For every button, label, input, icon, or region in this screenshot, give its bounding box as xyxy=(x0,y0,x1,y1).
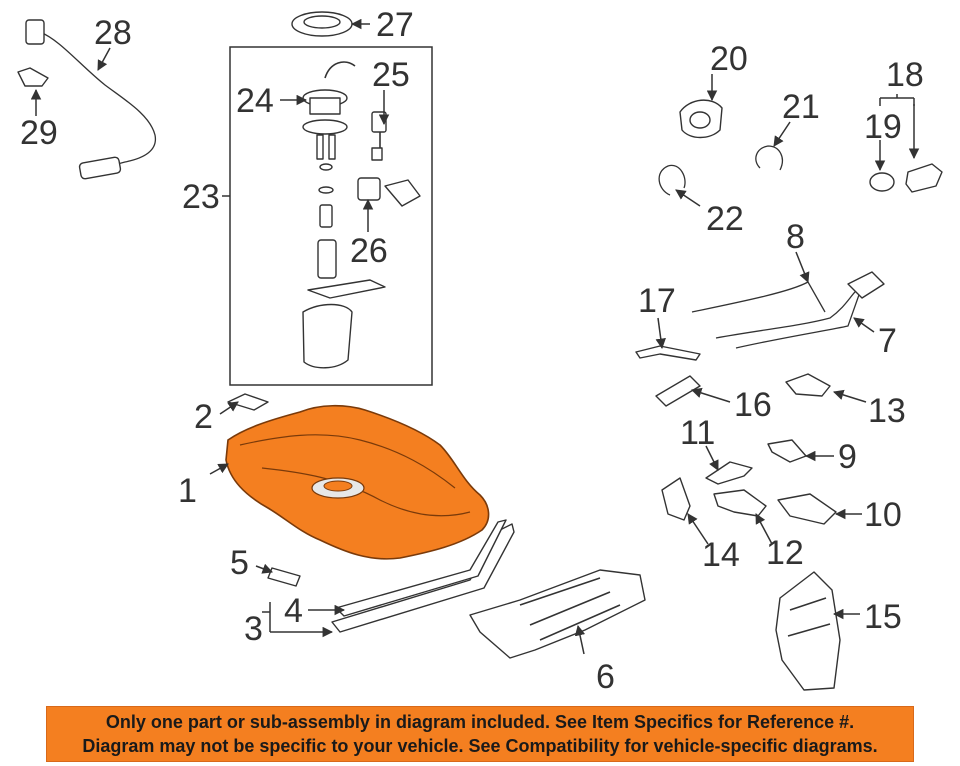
callout-15: 15 xyxy=(864,598,902,636)
part-24-pump-lid xyxy=(302,61,386,369)
part-2-pad xyxy=(227,393,269,411)
disclaimer-line-2: Diagram may not be specific to your vehi… xyxy=(82,736,878,756)
callout-numbers: 1 2 3 4 5 6 7 8 9 10 11 12 13 14 15 16 1… xyxy=(20,6,924,696)
callout-27: 27 xyxy=(376,6,414,44)
part-15-shield xyxy=(775,571,841,691)
part-22-clip xyxy=(658,164,686,196)
callout-18: 18 xyxy=(886,56,924,94)
callout-11: 11 xyxy=(680,414,715,452)
callout-13: 13 xyxy=(868,392,906,430)
part-7-8-filler-pipe xyxy=(691,271,885,349)
parts-diagram: 1 2 3 4 5 6 7 8 9 10 11 12 13 14 15 16 1… xyxy=(17,6,943,696)
part-13-bracket xyxy=(785,373,831,397)
callout-7: 7 xyxy=(878,322,897,360)
callout-8: 8 xyxy=(786,218,805,256)
callout-6: 6 xyxy=(596,658,615,696)
sub-assembly-23-box xyxy=(229,46,433,386)
callout-9: 9 xyxy=(838,438,857,476)
part-29-bracket xyxy=(17,67,49,87)
callout-25: 25 xyxy=(372,56,410,94)
part-10-bracket xyxy=(777,493,837,525)
callout-19: 19 xyxy=(864,108,902,146)
callout-14: 14 xyxy=(702,536,740,574)
part-17-hose xyxy=(635,345,701,361)
callout-3: 3 xyxy=(244,610,263,648)
callout-12: 12 xyxy=(766,534,804,572)
callout-10: 10 xyxy=(864,496,902,534)
disclaimer-banner: Only one part or sub-assembly in diagram… xyxy=(46,706,914,762)
part-5-insulator xyxy=(267,567,301,587)
callout-28: 28 xyxy=(94,14,132,52)
callout-24: 24 xyxy=(236,82,274,120)
part-20-filler-housing xyxy=(679,99,723,139)
part-21-ring xyxy=(755,145,783,171)
callout-17: 17 xyxy=(638,282,676,320)
part-9-bracket xyxy=(767,439,807,463)
part-16-hose xyxy=(655,375,701,407)
part-6-heat-shield xyxy=(469,569,646,659)
callout-5: 5 xyxy=(230,544,249,582)
callout-1: 1 xyxy=(178,472,197,510)
part-25-26-sender xyxy=(357,111,421,207)
part-27-gasket xyxy=(291,11,353,37)
part-1-fuel-tank xyxy=(225,404,490,560)
callout-23: 23 xyxy=(182,178,220,216)
part-14-bracket xyxy=(661,477,691,521)
part-28-sender-wire xyxy=(25,19,157,180)
part-18-19-fuel-cap xyxy=(869,163,943,193)
callout-21: 21 xyxy=(782,88,820,126)
callout-20: 20 xyxy=(710,40,748,78)
disclaimer-line-1: Only one part or sub-assembly in diagram… xyxy=(105,712,855,732)
callout-4: 4 xyxy=(284,592,303,630)
part-3-4-straps xyxy=(331,519,515,633)
callout-16: 16 xyxy=(734,386,772,424)
part-11-bracket xyxy=(705,461,753,485)
part-12-bracket xyxy=(713,489,767,517)
callout-2: 2 xyxy=(194,398,213,436)
callout-26: 26 xyxy=(350,232,388,270)
callout-29: 29 xyxy=(20,114,58,152)
leader-lines xyxy=(30,18,914,655)
callout-22: 22 xyxy=(706,200,744,238)
